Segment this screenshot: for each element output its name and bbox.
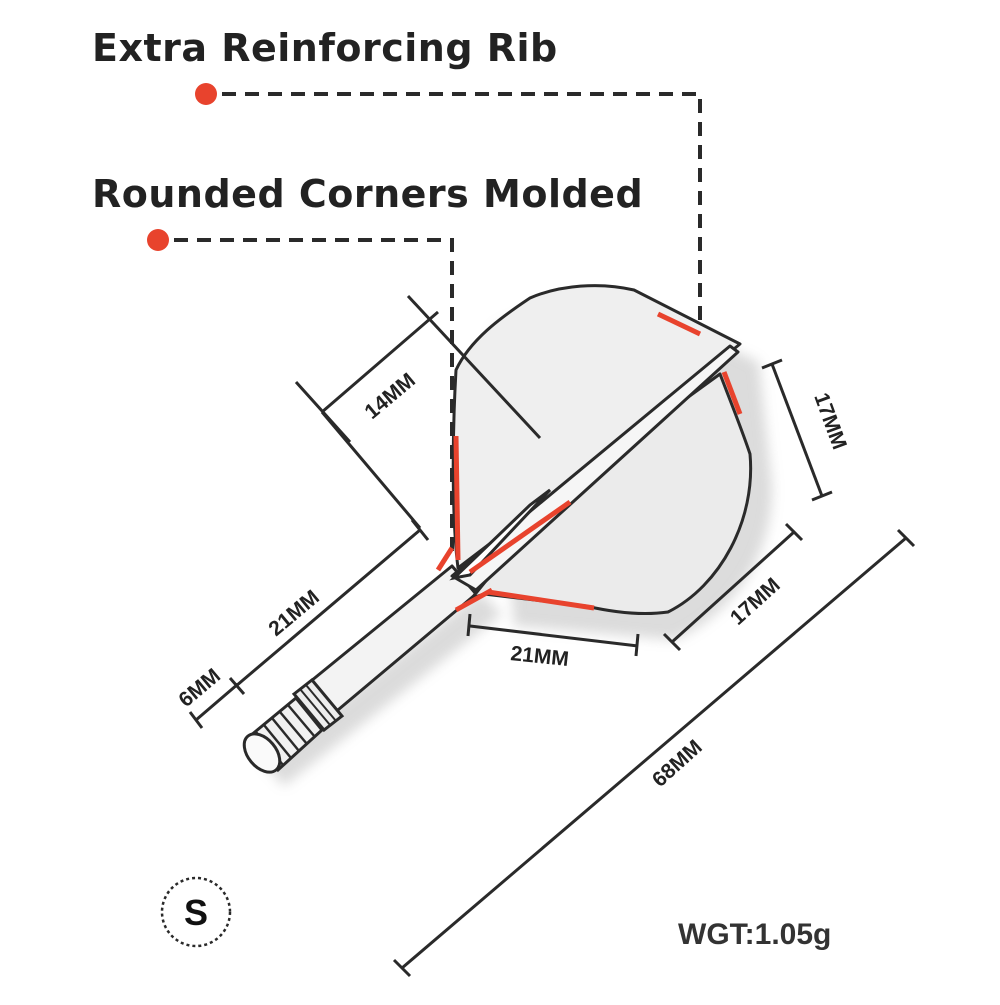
weight-label: WGT:1.05g (678, 918, 832, 951)
dim-68mm (392, 528, 916, 978)
dim-68mm-label: 68MM (648, 736, 707, 792)
dim-21mm-shaft (235, 519, 430, 688)
dim-6mm (188, 677, 246, 729)
corners-leader-dot (147, 229, 169, 251)
size-badge-letter: S (184, 892, 208, 933)
rib-leader (195, 83, 702, 340)
flight-spine (435, 344, 740, 592)
size-badge: S (160, 876, 232, 948)
rib-leader-dot (195, 83, 217, 105)
dim-14mm (294, 294, 542, 529)
dim-21mm-shaft-label: 21MM (264, 586, 323, 641)
callout-rounded-corners-molded: Rounded Corners Molded (92, 172, 644, 216)
callout-extra-reinforcing-rib: Extra Reinforcing Rib (92, 26, 558, 70)
dim-21mm-base-label: 21MM (509, 642, 569, 671)
flight-lower-wing (454, 371, 753, 616)
dim-17mm-right (761, 358, 833, 502)
dim-21mm-base (466, 613, 640, 657)
dim-17mm-side (662, 522, 804, 652)
dim-14mm-label: 14MM (360, 369, 419, 424)
flight-upper-wing (451, 284, 742, 570)
dart-shaft (242, 564, 478, 774)
thread-tip (242, 732, 282, 774)
dim-6mm-label: 6MM (174, 664, 225, 712)
dim-17mm-right-label: 17MM (809, 390, 851, 453)
